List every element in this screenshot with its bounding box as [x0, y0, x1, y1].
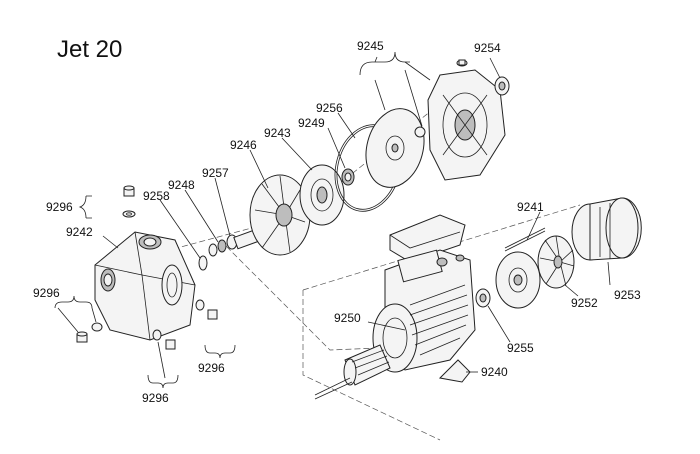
label-9252: 9252: [571, 296, 598, 310]
label-9296-left: 9296: [33, 286, 60, 300]
fan-cover-part: [571, 197, 642, 261]
end-shield-part: [495, 251, 541, 309]
label-9245: 9245: [357, 39, 384, 53]
label-9248: 9248: [168, 178, 195, 192]
cover-disk-part: [365, 108, 426, 188]
label-9241: 9241: [517, 200, 544, 214]
motor-housing-part: [372, 249, 476, 373]
rotor-part: [314, 344, 391, 400]
bracket-housing-part: [427, 59, 506, 181]
label-9255: 9255: [507, 341, 534, 355]
terminal-box-cover: [389, 214, 466, 263]
label-9254: 9254: [474, 41, 501, 55]
label-9240: 9240: [481, 365, 508, 379]
label-9258: 9258: [143, 189, 170, 203]
label-9243: 9243: [264, 126, 291, 140]
label-9242: 9242: [66, 225, 93, 239]
impeller-part: [299, 164, 345, 226]
label-9257: 9257: [202, 166, 229, 180]
label-9296-right: 9296: [198, 361, 225, 375]
leader-lines: [54, 51, 611, 389]
label-9246: 9246: [230, 138, 257, 152]
diagram-title: Jet 20: [57, 36, 122, 63]
tie-rod-part: [504, 227, 546, 252]
label-9256: 9256: [316, 101, 343, 115]
label-9296-top: 9296: [46, 200, 73, 214]
diffuser-part: [233, 174, 311, 256]
foot-part: [438, 359, 471, 383]
bearing-part-top: [494, 76, 510, 96]
plug-left: [76, 322, 103, 343]
bearing-part-bottom: [475, 288, 491, 308]
plug-top: [122, 185, 136, 218]
plug-bottom: [152, 329, 176, 350]
label-9296-bottom: 9296: [142, 391, 169, 405]
fan-part: [537, 235, 575, 289]
pump-body-part: [94, 231, 196, 341]
plug-right: [195, 299, 218, 320]
label-9250: 9250: [334, 311, 361, 325]
nut-part: [341, 168, 355, 186]
label-9253: 9253: [614, 288, 641, 302]
label-9249: 9249: [298, 116, 325, 130]
